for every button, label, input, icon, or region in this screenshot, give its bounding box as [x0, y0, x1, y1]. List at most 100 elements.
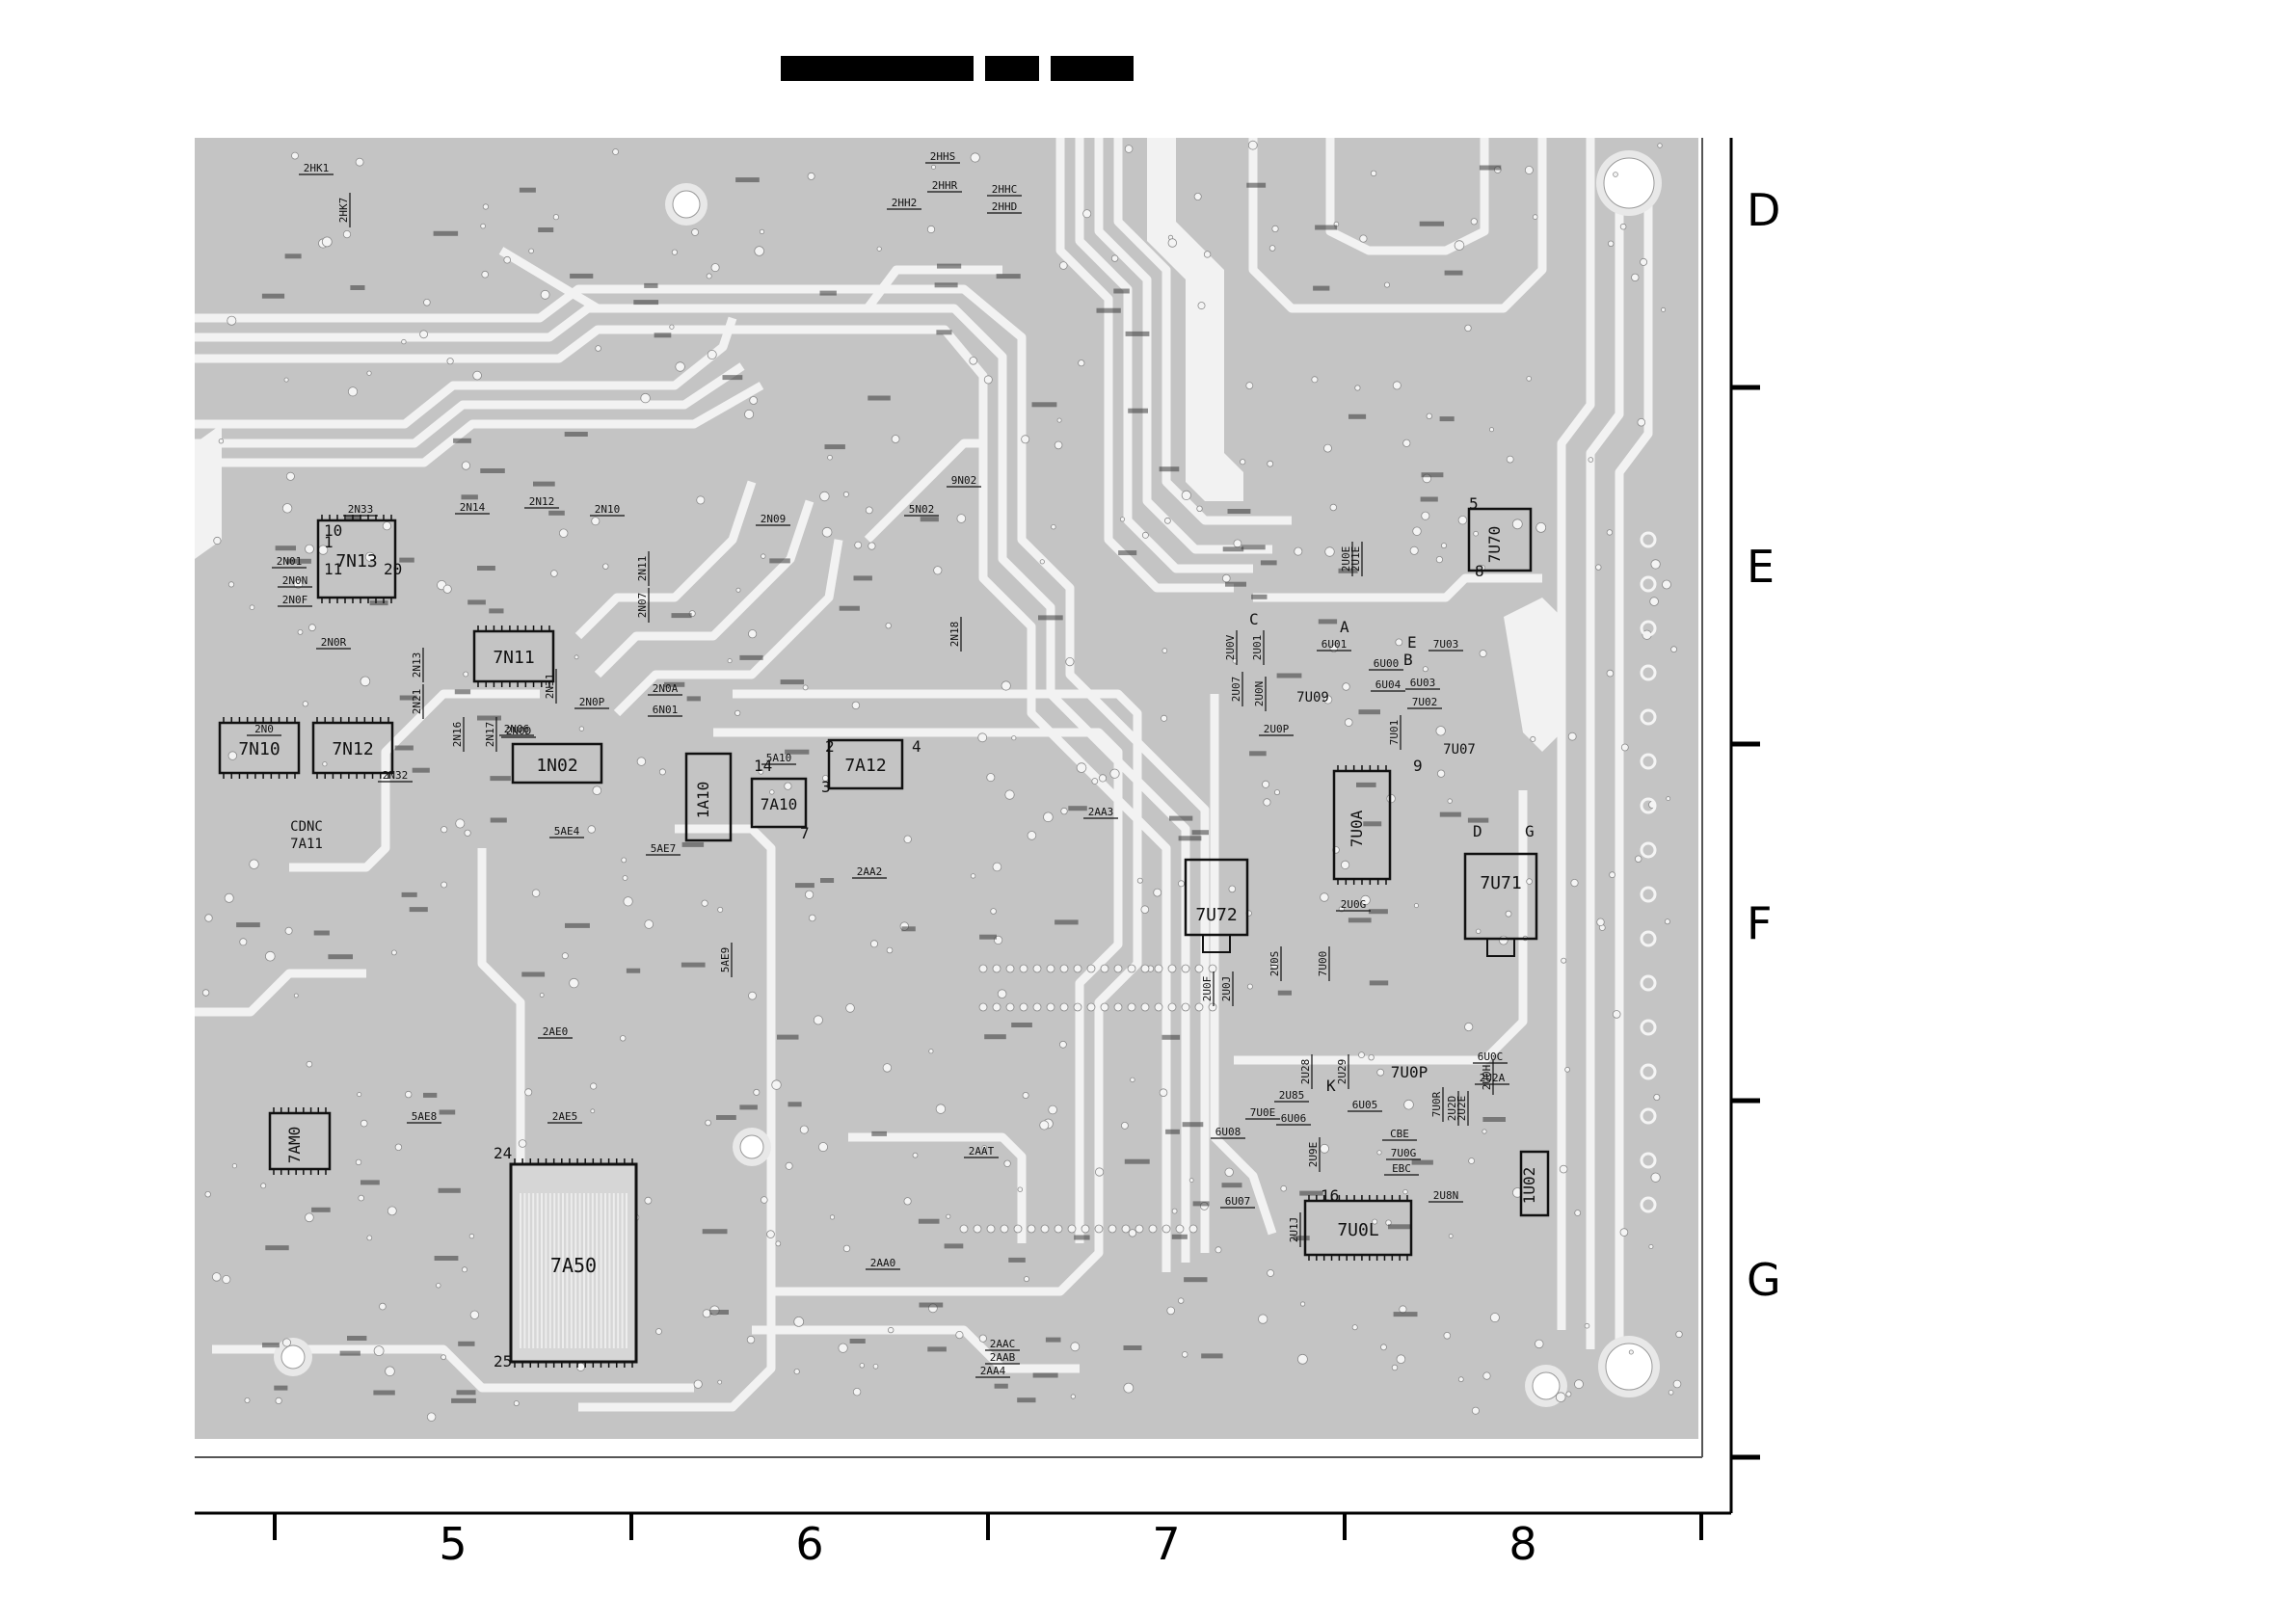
component-label-6u00: 6U00 [1374, 657, 1400, 670]
via [710, 263, 720, 273]
via [1640, 930, 1657, 947]
component-label-2u0g: 2U0G [1341, 898, 1367, 911]
via [1482, 1129, 1487, 1134]
pin-marker: 10 [324, 521, 342, 540]
component-label-6u01: 6U01 [1322, 638, 1348, 651]
via [903, 1197, 912, 1206]
via [992, 862, 1002, 872]
component-label-7u09: 7U09 [1296, 690, 1329, 705]
via [1267, 1269, 1274, 1277]
via [1263, 798, 1271, 807]
component-label-2n21: 2N21 [411, 689, 423, 715]
via [749, 396, 759, 405]
via [1124, 145, 1134, 153]
via [1607, 240, 1615, 247]
grid-col-label-8: 8 [1508, 1518, 1536, 1570]
component-label-2n18: 2N18 [948, 622, 961, 648]
pin-marker: B [1403, 651, 1413, 669]
via [978, 1002, 988, 1012]
via [569, 977, 579, 989]
via [1141, 531, 1149, 539]
component-label-2n0r: 2N0R [321, 636, 347, 649]
tiny-reference-mark [350, 285, 365, 290]
via [1228, 885, 1237, 893]
via [204, 914, 213, 922]
component-label-2u0j: 2U0J [1220, 976, 1233, 1002]
tiny-reference-mark [709, 1310, 729, 1315]
via [784, 782, 792, 790]
via [574, 654, 579, 660]
component-7n12-body [311, 721, 394, 775]
via [793, 1369, 800, 1375]
via [955, 1331, 964, 1340]
pin-marker: 5 [1469, 494, 1479, 513]
via [997, 989, 1007, 998]
tiny-reference-mark [795, 883, 814, 889]
via [1154, 1002, 1163, 1012]
via [1194, 1002, 1204, 1012]
copper-trace [733, 689, 1142, 1296]
component-label-2u2d: 2U2D [1446, 1096, 1458, 1122]
via [358, 1194, 365, 1202]
via [293, 578, 304, 589]
via [305, 544, 314, 554]
via [285, 471, 295, 481]
via [1595, 564, 1602, 571]
via [322, 761, 328, 767]
via [366, 1235, 373, 1241]
grid-row-label-g: G [1747, 1254, 1781, 1306]
tiny-reference-mark [788, 1102, 802, 1107]
via [701, 899, 708, 907]
via [956, 514, 967, 523]
component-label-2n09: 2N09 [761, 513, 787, 525]
via [1640, 974, 1657, 992]
via [1167, 1002, 1177, 1012]
via [1148, 1224, 1158, 1234]
tiny-reference-mark [1123, 1345, 1142, 1350]
tiny-reference-mark [456, 1390, 476, 1396]
via [1606, 669, 1615, 678]
via [1067, 1224, 1077, 1234]
via [829, 1214, 836, 1220]
via [1447, 798, 1453, 804]
component-label-2u0p: 2U0P [1264, 723, 1290, 735]
via [1426, 412, 1432, 419]
via [1392, 381, 1402, 390]
tiny-reference-mark [739, 1104, 758, 1110]
via [1475, 928, 1482, 934]
component-7u0a-outline [1332, 765, 1392, 885]
component-label-2u0v: 2U0V [1224, 634, 1237, 660]
tiny-reference-mark [467, 599, 486, 605]
via [1113, 1002, 1123, 1012]
copper-trace [195, 325, 1171, 1272]
component-label-2n07: 2N07 [636, 593, 649, 619]
component-7n13-body [316, 519, 397, 599]
title-bar-block-1 [781, 56, 974, 81]
via [807, 172, 815, 180]
via [590, 1108, 596, 1114]
grid-col-label-7: 7 [1152, 1518, 1180, 1570]
via [1470, 218, 1478, 226]
via [1065, 656, 1075, 667]
via [888, 1326, 894, 1334]
tiny-reference-mark [1221, 1183, 1242, 1188]
via [366, 370, 372, 376]
component-label-2u28: 2U28 [1299, 1059, 1312, 1085]
component-1a10-body [684, 752, 733, 842]
via [771, 1079, 782, 1090]
via [1662, 579, 1671, 590]
tiny-reference-mark [434, 1256, 459, 1261]
via [1019, 1002, 1028, 1012]
tiny-reference-mark [1388, 1224, 1411, 1230]
via [1640, 797, 1657, 814]
tiny-reference-mark [785, 749, 810, 755]
via [1123, 1382, 1135, 1394]
via [1081, 1224, 1090, 1234]
via [1399, 1305, 1407, 1314]
via [595, 345, 601, 352]
tiny-reference-mark [1096, 307, 1121, 313]
via [360, 1119, 368, 1128]
via [503, 255, 511, 264]
grid-col-label-6: 6 [795, 1518, 823, 1570]
via [1320, 892, 1329, 902]
